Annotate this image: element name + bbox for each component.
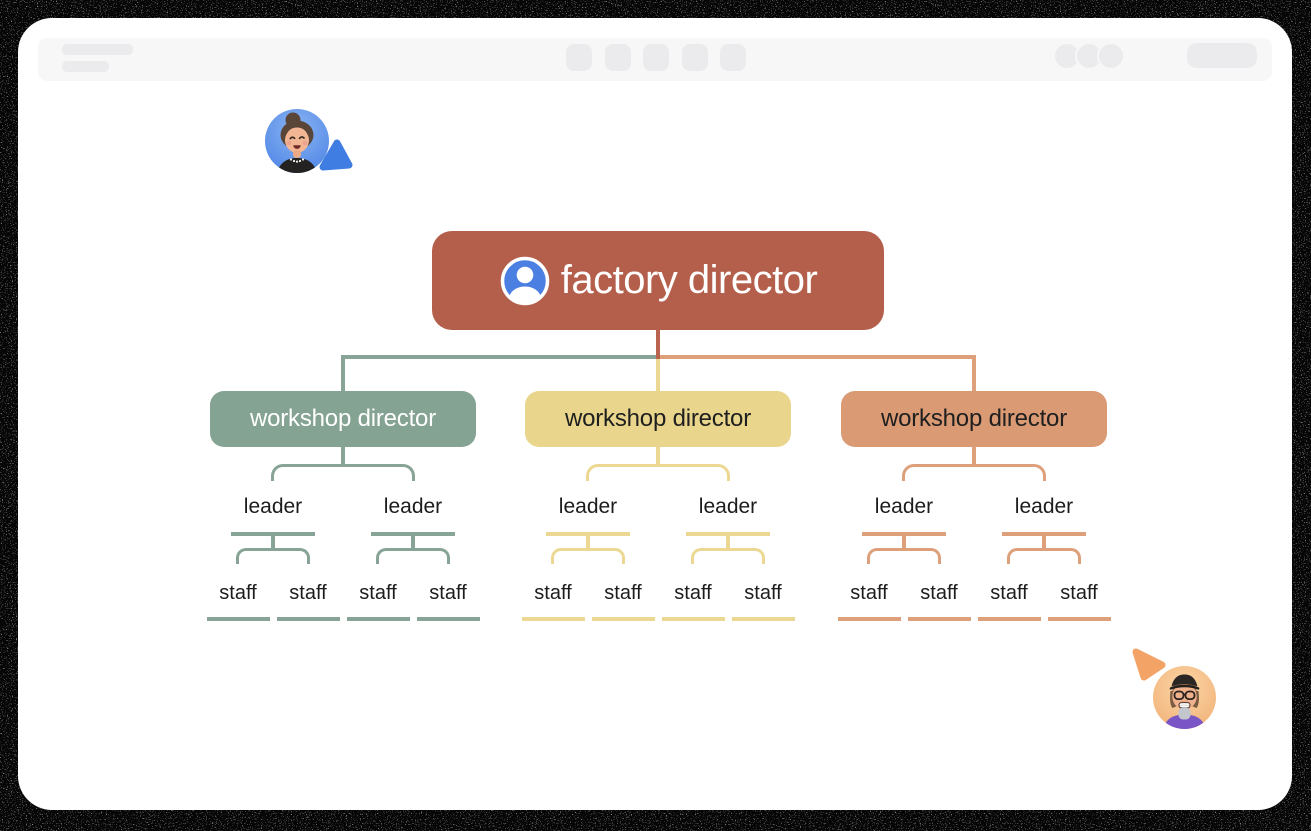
org-node-leader[interactable]: leader xyxy=(698,495,758,518)
staff-underline xyxy=(977,617,1041,621)
org-node-leader[interactable]: leader xyxy=(383,495,443,518)
branch-bracket xyxy=(586,464,730,481)
org-node-staff[interactable]: staff xyxy=(674,582,712,604)
collaborator-cursor-orange-icon xyxy=(1129,645,1167,688)
branch-bracket xyxy=(902,464,1046,481)
leader-underline xyxy=(231,532,315,536)
leader-bracket xyxy=(236,548,310,564)
staff-underline xyxy=(661,617,725,621)
collaborator-avatar-woman xyxy=(264,108,330,179)
org-branch-orange: workshop director leader staff staff lea… xyxy=(834,391,1114,623)
branch-stem xyxy=(656,447,660,464)
branch-bracket xyxy=(271,464,415,481)
org-node-staff[interactable]: staff xyxy=(604,582,642,604)
leader-underline xyxy=(371,532,455,536)
leader-group: leader staff staff xyxy=(203,486,343,623)
org-node-staff[interactable]: staff xyxy=(744,582,782,604)
leader-underline xyxy=(546,532,630,536)
leader-group: leader staff staff xyxy=(343,486,483,623)
org-node-factory-director[interactable]: factory director xyxy=(432,231,884,330)
workshop-node-label: workshop director xyxy=(564,405,751,432)
leader-group: leader staff staff xyxy=(658,486,798,623)
staff-underline xyxy=(1047,617,1111,621)
leader-stem xyxy=(586,535,590,549)
staff-underline xyxy=(416,617,480,621)
person-icon xyxy=(500,256,549,305)
branch-stem xyxy=(972,447,976,464)
leader-bracket xyxy=(376,548,450,564)
staff-underline xyxy=(206,617,270,621)
org-branch-yellow: workshop director leader staff staff lea… xyxy=(518,391,798,623)
org-node-leader[interactable]: leader xyxy=(558,495,618,518)
org-node-staff[interactable]: staff xyxy=(289,582,327,604)
org-node-staff[interactable]: staff xyxy=(429,582,467,604)
org-node-staff[interactable]: staff xyxy=(359,582,397,604)
leader-stem xyxy=(1042,535,1046,549)
org-node-workshop-director-1[interactable]: workshop director xyxy=(210,391,476,447)
leader-underline xyxy=(686,532,770,536)
leader-bracket xyxy=(551,548,625,564)
avatar-stack[interactable] xyxy=(1053,42,1125,70)
collaborator-avatar-man xyxy=(1152,665,1217,735)
avatar-placeholder-3 xyxy=(1097,42,1125,70)
org-node-leader[interactable]: leader xyxy=(243,495,303,518)
leader-stem xyxy=(726,535,730,549)
org-node-leader[interactable]: leader xyxy=(874,495,934,518)
org-node-staff[interactable]: staff xyxy=(990,582,1028,604)
connector-orange-vertical xyxy=(972,355,976,391)
org-node-leader[interactable]: leader xyxy=(1014,495,1074,518)
leader-underline xyxy=(1002,532,1086,536)
workshop-node-label: workshop director xyxy=(249,405,436,432)
org-node-workshop-director-3[interactable]: workshop director xyxy=(841,391,1107,447)
org-node-workshop-director-2[interactable]: workshop director xyxy=(525,391,791,447)
staff-underline xyxy=(346,617,410,621)
staff-underline xyxy=(521,617,585,621)
connector-root-stem xyxy=(656,330,660,359)
toolbar-button-4[interactable] xyxy=(682,44,708,71)
toolbar-button-2[interactable] xyxy=(605,44,631,71)
collaborator-cursor-blue-icon xyxy=(317,137,353,178)
org-node-staff[interactable]: staff xyxy=(534,582,572,604)
leader-bracket xyxy=(1007,548,1081,564)
leader-bracket xyxy=(691,548,765,564)
toolbar-button-5[interactable] xyxy=(720,44,746,71)
leader-stem xyxy=(411,535,415,549)
staff-underline xyxy=(591,617,655,621)
org-branch-green: workshop director leader staff staff lea… xyxy=(203,391,483,623)
leader-bracket xyxy=(867,548,941,564)
org-node-staff[interactable]: staff xyxy=(850,582,888,604)
toolbar-button-1[interactable] xyxy=(566,44,592,71)
leader-stem xyxy=(271,535,275,549)
leader-underline xyxy=(862,532,946,536)
staff-underline xyxy=(907,617,971,621)
share-button-placeholder[interactable] xyxy=(1187,43,1257,68)
workshop-node-label: workshop director xyxy=(880,405,1067,432)
staff-underline xyxy=(731,617,795,621)
browser-toolbar xyxy=(38,38,1272,81)
leader-stem xyxy=(902,535,906,549)
connector-orange-horizontal xyxy=(658,355,976,359)
toolbar-button-3[interactable] xyxy=(643,44,669,71)
connector-green-horizontal xyxy=(341,355,660,359)
org-node-staff[interactable]: staff xyxy=(920,582,958,604)
staff-underline xyxy=(276,617,340,621)
leader-group: leader staff staff xyxy=(834,486,974,623)
org-chart-canvas: factory director workshop director leade… xyxy=(18,18,1292,810)
staff-underline xyxy=(837,617,901,621)
connector-green-vertical xyxy=(341,355,345,391)
logo-placeholder-bar-small xyxy=(62,61,109,72)
leader-group: leader staff staff xyxy=(518,486,658,623)
logo-placeholder-bar xyxy=(62,44,133,55)
app-window: factory director workshop director leade… xyxy=(18,18,1292,810)
leader-group: leader staff staff xyxy=(974,486,1114,623)
branch-stem xyxy=(341,447,345,464)
org-node-staff[interactable]: staff xyxy=(219,582,257,604)
root-node-label: factory director xyxy=(560,258,818,302)
org-node-staff[interactable]: staff xyxy=(1060,582,1098,604)
connector-yellow-stem xyxy=(656,359,660,391)
